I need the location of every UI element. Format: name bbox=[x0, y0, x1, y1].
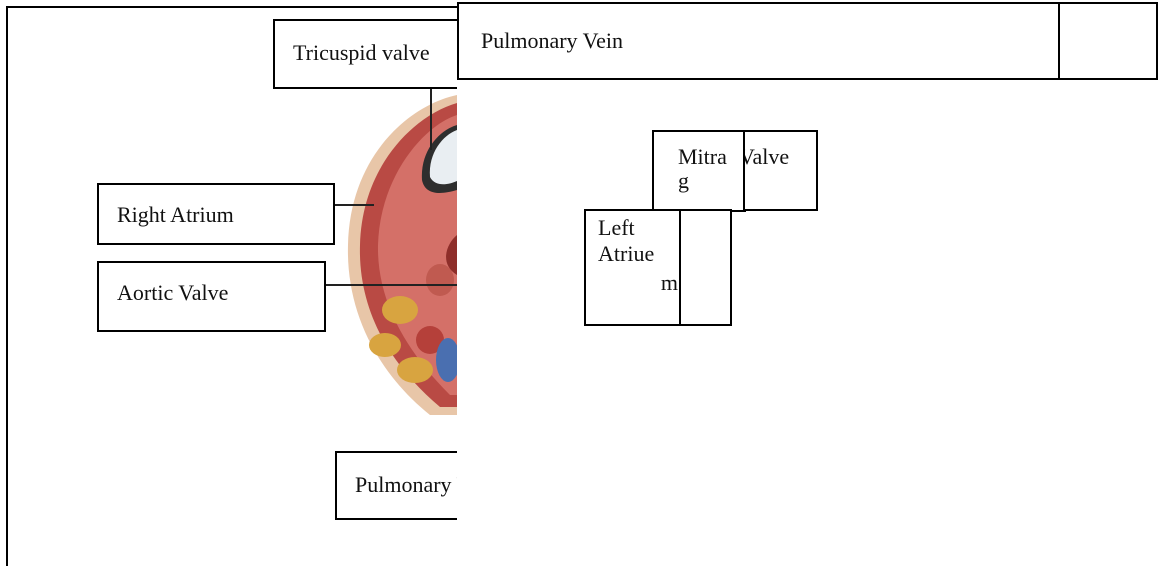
left-atrium-label-right bbox=[679, 209, 732, 326]
mitral-valve-label-right: Valve bbox=[743, 130, 818, 211]
heart-illustration bbox=[340, 95, 457, 415]
aortic-valve-label: Aortic Valve bbox=[97, 261, 326, 332]
clipped-label-fragment: s bbox=[1058, 2, 1158, 80]
overlay-panel bbox=[457, 0, 1158, 560]
right-atrium-label: Right Atrium bbox=[97, 183, 335, 245]
aortic-leader-line bbox=[325, 284, 457, 286]
right-atrium-leader-line bbox=[334, 204, 374, 206]
mitral-valve-label-left: Mitra g bbox=[652, 130, 746, 212]
pulmonary-vein-label: Pulmonary Vein bbox=[457, 2, 1061, 80]
tricuspid-leader-line bbox=[430, 88, 432, 150]
left-atrium-label-left: Left Atriue m bbox=[584, 209, 682, 326]
